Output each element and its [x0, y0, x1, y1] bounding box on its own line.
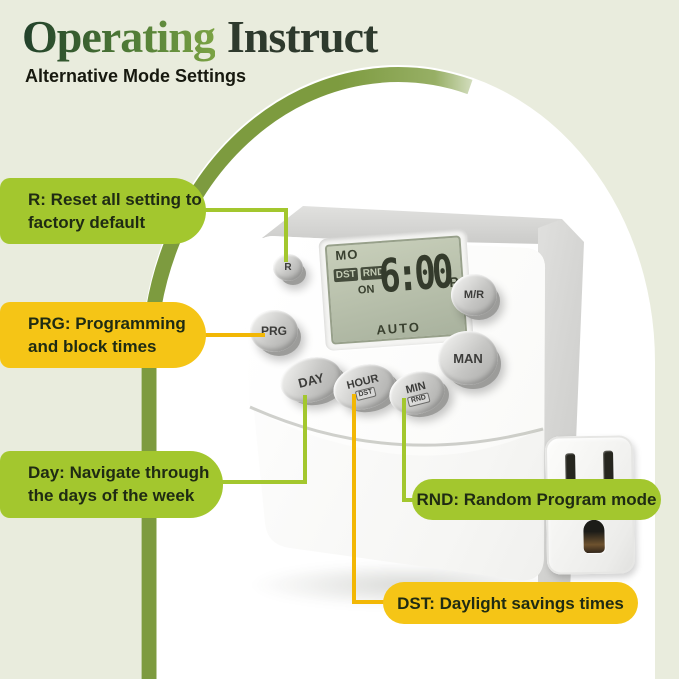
lcd-mode-label: AUTO: [375, 319, 422, 338]
connector-day-vertical: [303, 395, 307, 484]
title-word-operating: Operating: [22, 11, 216, 62]
connector-hour-vertical: [352, 394, 356, 604]
day-button-label: DAY: [296, 369, 326, 391]
callout-day: Day: Navigate through the days of the we…: [0, 451, 223, 518]
reset-button-label: R: [284, 262, 292, 273]
connector-minute-vertical: [402, 398, 406, 502]
callout-daylight-text: DST: Daylight savings times: [397, 593, 624, 613]
callout-reset-line2: factory default: [28, 213, 146, 232]
connector-reset-vertical: [284, 208, 288, 262]
lcd-time-group: 6:00 P: [357, 244, 459, 304]
lcd-dst-badge: DST: [333, 267, 359, 283]
callout-random-text: RND: Random Program mode: [416, 490, 657, 509]
callout-reset: R: Reset all setting to factory default: [0, 178, 206, 244]
mode-review-button: M/R: [451, 274, 497, 316]
connector-reset-horizontal: [205, 208, 287, 212]
callout-program: PRG: Programming and block times: [0, 302, 206, 368]
mode-review-button-label: M/R: [463, 289, 485, 301]
callout-daylight: DST: Daylight savings times: [383, 582, 638, 624]
reset-button: R: [273, 254, 303, 281]
connector-program-horizontal: [203, 333, 265, 337]
title-word-instruct: Instruct: [226, 11, 378, 62]
olive-arc-outline: [141, 67, 473, 679]
callout-day-line1: Day: Navigate through: [28, 463, 210, 482]
program-button: PRG: [250, 310, 298, 352]
callout-reset-line1: R: Reset all setting to: [28, 190, 202, 209]
callout-random: RND: Random Program mode: [412, 479, 661, 520]
lcd-time-digits: 6:00: [376, 244, 452, 304]
manual-button-label: MAN: [453, 350, 483, 366]
lcd-bezel: MO DST RND ON 6:00 P AUTO: [318, 228, 474, 352]
manual-button: MAN: [438, 331, 498, 385]
page-subtitle: Alternative Mode Settings: [25, 66, 247, 86]
callout-program-line1: PRG: Programming: [28, 314, 186, 333]
lcd-screen: MO DST RND ON 6:00 P AUTO: [324, 235, 468, 345]
connector-minute-horizontal: [402, 498, 418, 502]
callout-program-line2: and block times: [28, 337, 157, 356]
program-button-label: PRG: [260, 324, 287, 338]
outlet-ground-hole: [583, 519, 605, 554]
lcd-weekday: MO: [334, 246, 359, 264]
connector-hour-horizontal: [352, 600, 388, 604]
connector-day-horizontal: [219, 480, 307, 484]
callout-day-line2: the days of the week: [28, 486, 195, 505]
